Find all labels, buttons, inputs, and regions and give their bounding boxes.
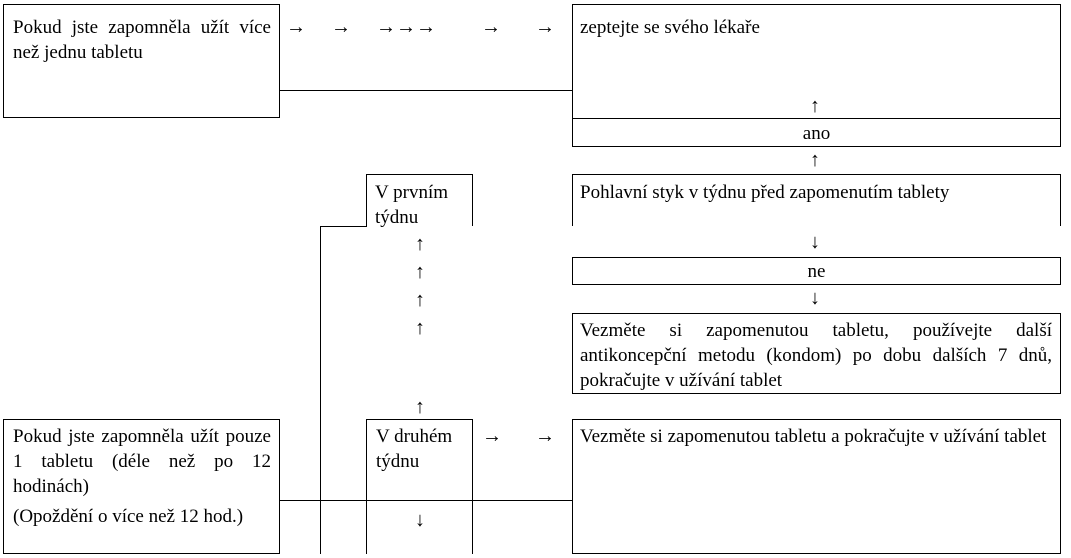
arrow-up-icon: ↑ <box>415 317 425 339</box>
arrow-down-icon: ↓ <box>810 287 820 309</box>
label-yes: ano <box>802 123 831 144</box>
box-more-than-one-tablet: Pokud jste zapomněla užít více než jednu… <box>13 17 271 63</box>
label-no: ne <box>807 261 826 282</box>
box-intercourse: Pohlavní styk v týdnu před zapomenutím t… <box>580 182 950 203</box>
arrow-right-icon: → <box>331 16 351 38</box>
box-take-and-continue: Vezměte si zapomenutou tabletu a pokraču… <box>580 426 1047 447</box>
arrow-right-icon: → <box>535 16 555 38</box>
box-second-week: V druhém týdnu <box>376 424 456 474</box>
box-one-tablet: Pokud jste zapomněla užít pouze 1 tablet… <box>13 426 271 497</box>
arrow-up-icon: ↑ <box>415 261 425 283</box>
arrow-down-icon: ↓ <box>810 231 820 253</box>
arrow-up-icon: ↑ <box>810 95 820 117</box>
arrow-right-triple-icon: →→→ <box>376 16 436 38</box>
second-week-text: V druhém týdnu <box>376 426 453 472</box>
arrow-right-icon: → <box>286 16 306 38</box>
box-one-tablet-delay: (Opoždění o více než 12 hod.) <box>13 506 244 527</box>
arrow-up-icon: ↑ <box>415 396 425 418</box>
arrow-up-icon: ↑ <box>415 233 425 255</box>
box-ask-doctor: zeptejte se svého lékaře <box>580 17 760 38</box>
arrow-right-icon: → <box>481 16 501 38</box>
box-first-week: V prvním týdnu <box>375 182 449 228</box>
arrow-right-icon: → <box>482 425 502 447</box>
arrow-up-icon: ↑ <box>415 289 425 311</box>
arrow-up-icon: ↑ <box>810 149 820 171</box>
box-missed-instruction: Vezměte si zapomenutou tabletu, používej… <box>580 320 1052 391</box>
arrow-down-icon: ↓ <box>415 509 425 531</box>
arrow-right-icon: → <box>535 425 555 447</box>
